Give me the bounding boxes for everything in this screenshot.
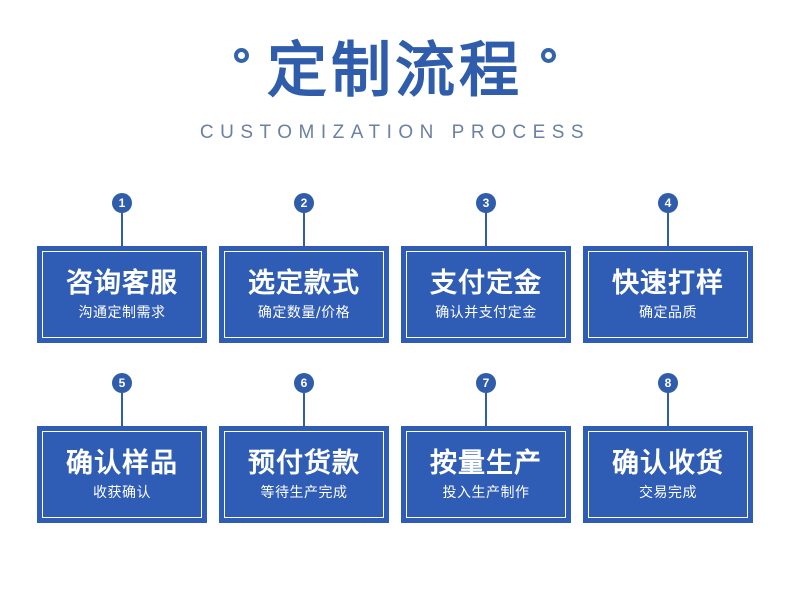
badge-connector-line (121, 393, 123, 426)
step-title: 确认收货 (612, 447, 724, 479)
step-badge-group-1: 1 (112, 193, 132, 246)
step-item-7[interactable]: 7 按量生产 投入生产制作 (401, 373, 571, 523)
step-card[interactable]: 选定款式 确定数量/价格 (219, 246, 389, 343)
badge-connector-line (667, 213, 669, 246)
step-subtitle: 投入生产制作 (442, 484, 530, 501)
badge-connector-line (303, 393, 305, 426)
step-item-1[interactable]: 1 咨询客服 沟通定制需求 (37, 193, 207, 343)
step-title: 快速打样 (612, 267, 724, 299)
step-badge-group-2: 2 (294, 193, 314, 246)
step-card[interactable]: 确认收货 交易完成 (583, 426, 753, 523)
step-title: 预付货款 (248, 447, 360, 479)
header: 定制流程 CUSTOMIZATION PROCESS (0, 34, 790, 144)
step-number-badge: 6 (294, 373, 314, 393)
badge-connector-line (485, 213, 487, 246)
step-badge-group-8: 8 (658, 373, 678, 426)
step-number-badge: 1 (112, 193, 132, 213)
step-title: 确认样品 (66, 447, 178, 479)
step-number-badge: 3 (476, 193, 496, 213)
step-card[interactable]: 快速打样 确定品质 (583, 246, 753, 343)
badge-connector-line (667, 393, 669, 426)
step-subtitle: 沟通定制需求 (78, 304, 166, 321)
steps-row-1: 1 咨询客服 沟通定制需求 2 选定款式 确定数量/价格 (37, 193, 753, 343)
step-item-2[interactable]: 2 选定款式 确定数量/价格 (219, 193, 389, 343)
page-title: 定制流程 (267, 36, 523, 106)
step-title: 咨询客服 (66, 267, 178, 299)
step-title: 按量生产 (430, 447, 542, 479)
step-card[interactable]: 支付定金 确认并支付定金 (401, 246, 571, 343)
step-item-3[interactable]: 3 支付定金 确认并支付定金 (401, 193, 571, 343)
step-number-badge: 2 (294, 193, 314, 213)
step-subtitle: 等待生产完成 (260, 484, 348, 501)
step-number-badge: 4 (658, 193, 678, 213)
step-card[interactable]: 咨询客服 沟通定制需求 (37, 246, 207, 343)
step-subtitle: 交易完成 (639, 484, 697, 501)
step-item-8[interactable]: 8 确认收货 交易完成 (583, 373, 753, 523)
step-number-badge: 5 (112, 373, 132, 393)
step-badge-group-7: 7 (476, 373, 496, 426)
badge-connector-line (485, 393, 487, 426)
step-item-5[interactable]: 5 确认样品 收获确认 (37, 373, 207, 523)
step-badge-group-5: 5 (112, 373, 132, 426)
step-badge-group-3: 3 (476, 193, 496, 246)
step-badge-group-4: 4 (658, 193, 678, 246)
steps-grid: 1 咨询客服 沟通定制需求 2 选定款式 确定数量/价格 (37, 193, 753, 523)
step-badge-group-6: 6 (294, 373, 314, 426)
page-subtitle: CUSTOMIZATION PROCESS (199, 122, 591, 143)
step-card[interactable]: 按量生产 投入生产制作 (401, 426, 571, 523)
step-number-badge: 7 (476, 373, 496, 393)
step-subtitle: 确定品质 (639, 304, 697, 321)
step-item-6[interactable]: 6 预付货款 等待生产完成 (219, 373, 389, 523)
step-item-4[interactable]: 4 快速打样 确定品质 (583, 193, 753, 343)
ring-decoration-right-icon (541, 47, 556, 63)
step-subtitle: 确认并支付定金 (435, 304, 537, 321)
badge-connector-line (121, 213, 123, 246)
step-title: 支付定金 (430, 267, 542, 299)
step-subtitle: 收获确认 (93, 484, 151, 501)
step-card[interactable]: 确认样品 收获确认 (37, 426, 207, 523)
step-subtitle: 确定数量/价格 (257, 304, 351, 321)
title-row: 定制流程 (0, 34, 790, 108)
steps-row-2: 5 确认样品 收获确认 6 预付货款 等待生产完成 (37, 373, 753, 523)
badge-connector-line (303, 213, 305, 246)
step-card[interactable]: 预付货款 等待生产完成 (219, 426, 389, 523)
step-number-badge: 8 (658, 373, 678, 393)
step-title: 选定款式 (248, 267, 360, 299)
ring-decoration-left-icon (234, 47, 249, 63)
